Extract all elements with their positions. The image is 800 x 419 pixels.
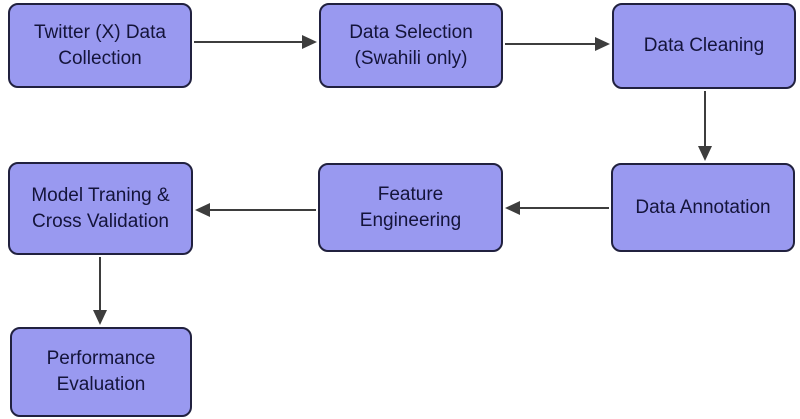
node-label: Data Selection (Swahili only) xyxy=(349,21,473,69)
node-label: Data Annotation xyxy=(635,196,771,218)
node-label: Data Cleaning xyxy=(643,35,765,56)
node-performance-evaluation: Performance Evaluation xyxy=(10,327,192,417)
node-data-annotation: Data Annotation xyxy=(611,163,795,252)
node-label: Twitter (X) Data Collection xyxy=(34,21,166,69)
arrow-cleaning-to-annotation xyxy=(698,91,712,161)
node-label: Model Traning & Cross Validation xyxy=(31,184,170,232)
node-data-cleaning: Data Cleaning xyxy=(612,3,796,89)
arrow-annotation-to-feature xyxy=(505,201,609,215)
arrow-feature-to-training xyxy=(195,203,316,217)
arrow-training-to-performance xyxy=(93,257,107,325)
arrow-selection-to-cleaning xyxy=(505,37,610,51)
node-label: Feature Engineering xyxy=(359,183,462,231)
node-label: Performance Evaluation xyxy=(46,348,156,395)
node-feature-engineering: Feature Engineering xyxy=(318,163,503,252)
node-twitter-data-collection: Twitter (X) Data Collection xyxy=(8,3,192,88)
arrow-collection-to-selection xyxy=(194,35,317,49)
node-model-training-cross-validation: Model Traning & Cross Validation xyxy=(8,162,193,255)
node-data-selection: Data Selection (Swahili only) xyxy=(319,3,503,88)
